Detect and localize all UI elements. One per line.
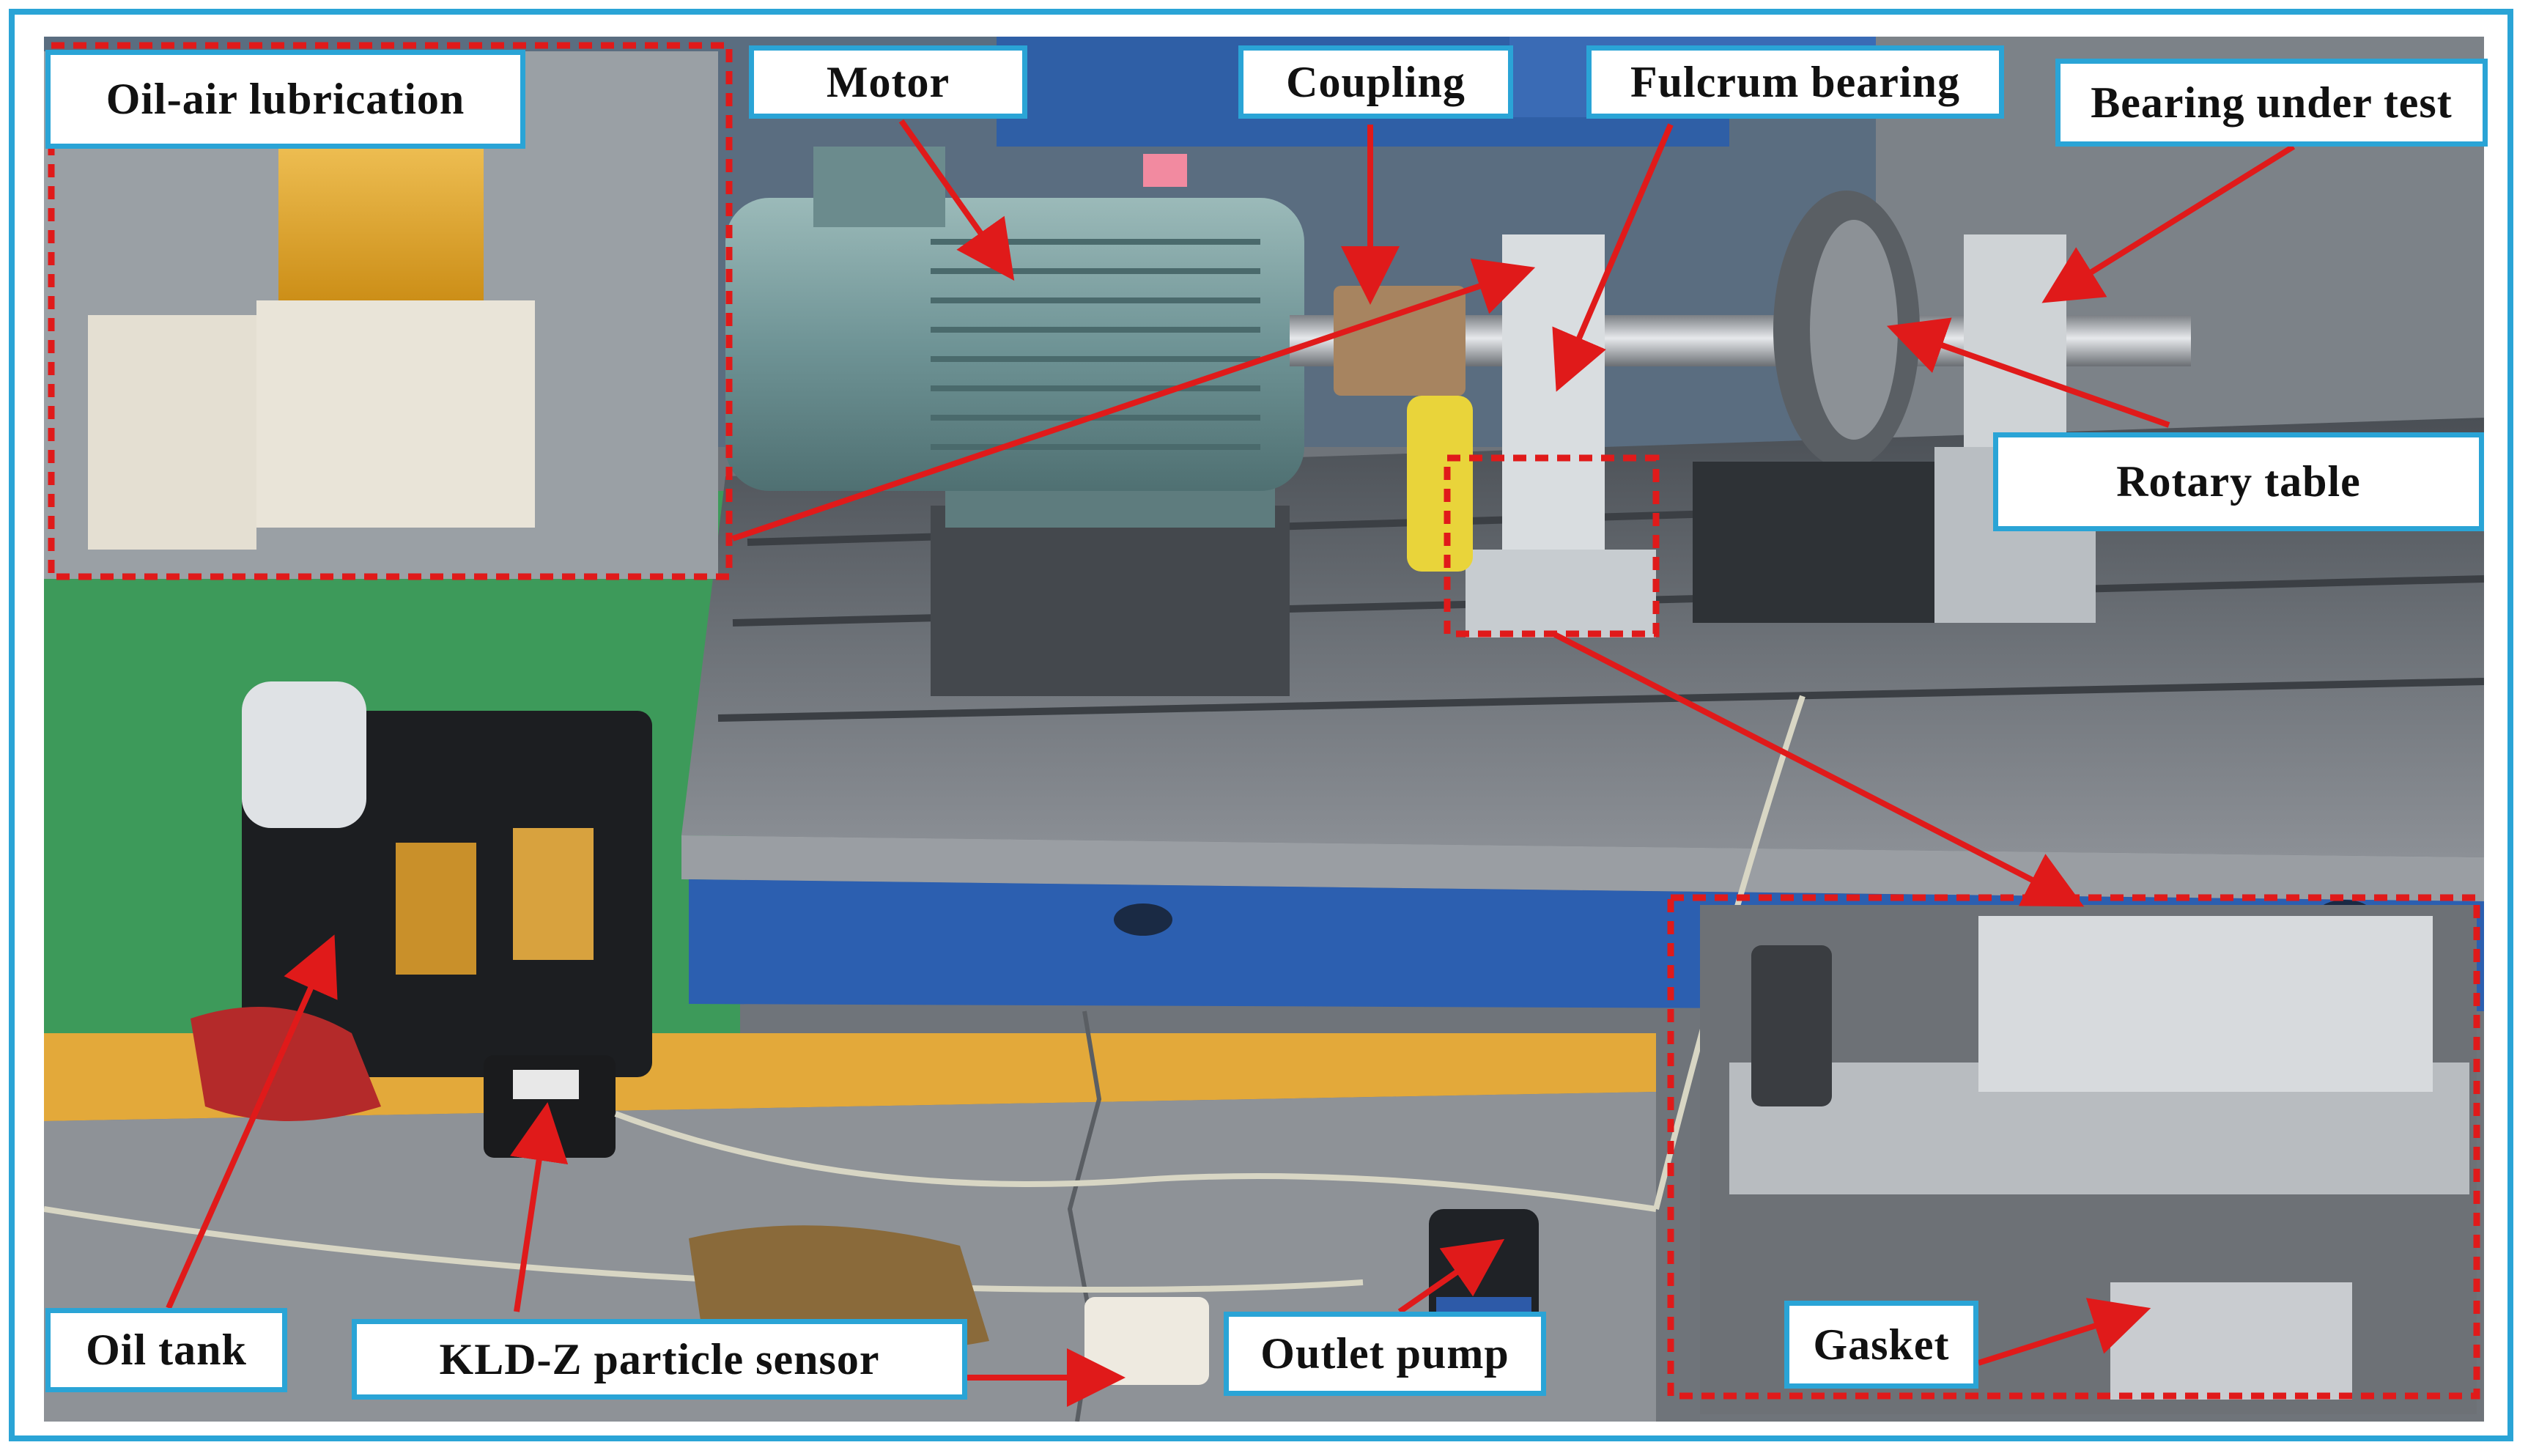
oil-bottle [1407,396,1473,572]
lubrication-door [88,315,256,550]
motor-mount-plate [931,506,1290,696]
gasket-inset-column [1978,916,2433,1092]
base-hole-left [1114,903,1172,936]
label-motor: Motor [749,45,1027,119]
label-fulcrum-bearing: Fulcrum bearing [1586,45,2004,119]
test-rig-photograph [44,37,2484,1422]
label-oil-air-lubrication: Oil-air lubrication [45,50,525,149]
label-gasket: Gasket [1784,1301,1978,1389]
label-coupling: Coupling [1238,45,1513,119]
label-bearing-under-test: Bearing under test [2055,59,2488,147]
rotary-table-block [1693,462,1934,623]
oil-tank-motor [242,681,366,828]
label-outlet-pump: Outlet pump [1224,1312,1546,1396]
label-kld-z-particle-sensor: KLD-Z particle sensor [352,1319,967,1400]
motor-tag [1143,154,1187,187]
oil-tube-1 [614,1111,1657,1212]
lubrication-box [256,300,535,528]
rotary-disc-face [1810,220,1898,440]
fulcrum-foot [1466,550,1656,638]
oil-tank-window-left [396,843,476,975]
label-rotary-table: Rotary table [1993,432,2484,531]
oil-tank-window-right [513,828,594,960]
test-rig-scene [44,37,2484,1422]
kld-z-sensor-label [513,1070,579,1099]
oil-reservoir [278,125,484,315]
label-oil-tank: Oil tank [45,1308,287,1392]
gasket-inset-bolt [1751,945,1832,1106]
coupling-block [1334,286,1466,396]
motor-terminal-box [813,147,945,227]
gasket-shim [2110,1282,2352,1400]
small-white-device [1084,1297,1209,1385]
